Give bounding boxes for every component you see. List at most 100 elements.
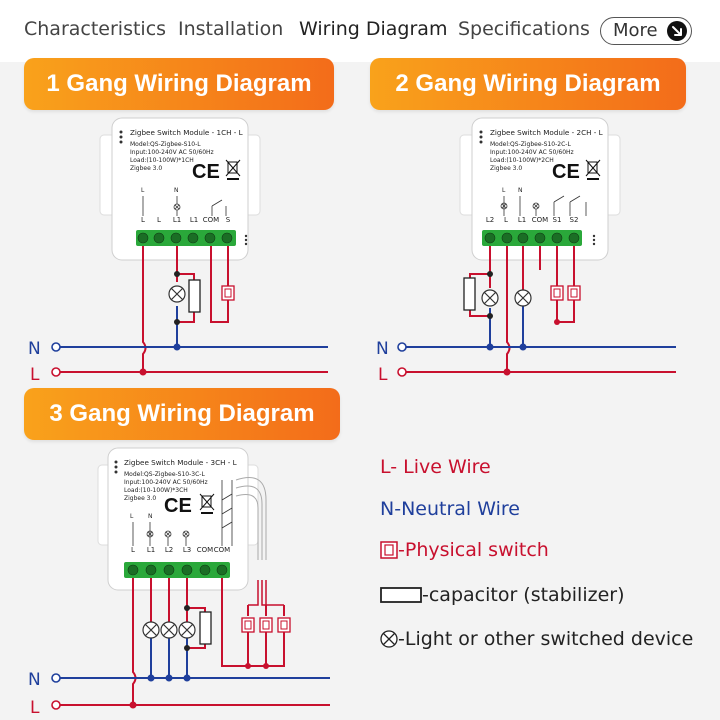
legend-capacitor: -capacitor (stabilizer) bbox=[380, 584, 625, 606]
light-bulb-icon bbox=[514, 289, 532, 307]
module-input: Input:100-240V AC 50/60Hz bbox=[124, 479, 208, 486]
terminal-label: L bbox=[504, 216, 508, 224]
weee-bin-icon bbox=[225, 159, 241, 180]
terminal-label: L bbox=[131, 546, 135, 554]
module-title: Zigbee Switch Module - 2CH - L bbox=[490, 128, 603, 137]
banner-3-gang: 3 Gang Wiring Diagram bbox=[24, 388, 340, 440]
physical-switch-symbol bbox=[277, 617, 291, 633]
capacitor-icon bbox=[380, 587, 422, 603]
legend-physical-switch: -Physical switch bbox=[380, 539, 549, 561]
legend: L- Live Wire N-Neutral Wire -Physical sw… bbox=[380, 450, 720, 680]
more-button[interactable]: More bbox=[600, 17, 692, 45]
diagram-2-gang: Zigbee Switch Module - 2CH - L Model:QS-… bbox=[376, 117, 676, 385]
tab-installation[interactable]: Installation bbox=[178, 18, 284, 40]
module-load: Load:(10-100W)*3CH bbox=[124, 487, 188, 494]
physical-switch-icon bbox=[380, 541, 398, 559]
live-label: L bbox=[30, 698, 40, 718]
capacitor-symbol bbox=[463, 277, 476, 311]
terminal-block bbox=[136, 230, 236, 246]
module-input: Input:100-240V AC 50/60Hz bbox=[490, 149, 574, 156]
internal-schematic bbox=[500, 195, 587, 216]
schematic-label-n: N bbox=[148, 513, 153, 520]
module-load: Load:(10-100W)*1CH bbox=[130, 157, 194, 164]
module-input: Input:100-240V AC 50/60Hz bbox=[130, 149, 214, 156]
module-model: Model:QS-Zigbee-S10-2C-L bbox=[490, 141, 571, 148]
module-model: Model:QS-Zigbee-S10-3C-L bbox=[124, 471, 205, 478]
terminal-label: L1 bbox=[147, 546, 155, 554]
capacitor-symbol bbox=[188, 279, 201, 313]
schematic-label-n: N bbox=[174, 187, 179, 194]
legend-neutral-wire: N-Neutral Wire bbox=[380, 498, 520, 520]
physical-switch-symbol bbox=[221, 285, 235, 301]
terminal-label: L1 bbox=[518, 216, 526, 224]
terminal-label: S1 bbox=[553, 216, 562, 224]
neutral-label: N bbox=[28, 339, 41, 359]
terminal-label: COM bbox=[203, 216, 219, 224]
banner-1-gang: 1 Gang Wiring Diagram bbox=[24, 58, 334, 110]
neutral-label: N bbox=[28, 670, 41, 690]
physical-switch-symbol bbox=[241, 617, 255, 633]
tab-wiring-diagram[interactable]: Wiring Diagram bbox=[299, 18, 448, 40]
terminal-label: L3 bbox=[183, 546, 191, 554]
legend-capacitor-label: -capacitor (stabilizer) bbox=[422, 584, 625, 606]
light-bulb-icon bbox=[481, 289, 499, 307]
weee-bin-icon bbox=[199, 493, 215, 514]
internal-schematic bbox=[142, 196, 227, 216]
module-title: Zigbee Switch Module - 1CH - L bbox=[130, 128, 243, 137]
light-bulb-icon bbox=[142, 621, 160, 639]
tab-characteristics[interactable]: Characteristics bbox=[24, 18, 167, 40]
legend-switch-label: -Physical switch bbox=[398, 539, 549, 561]
light-bulb-icon bbox=[168, 285, 186, 303]
switch-module bbox=[111, 117, 249, 261]
tab-specifications[interactable]: Specifications bbox=[458, 18, 590, 40]
switch-module bbox=[107, 447, 249, 591]
live-label: L bbox=[30, 365, 40, 385]
diagram-1-gang: Zigbee Switch Module - 1CH - L Model:QS-… bbox=[28, 117, 328, 385]
diagram-3-gang: Zigbee Switch Module - 3CH - L Model:QS-… bbox=[28, 447, 330, 718]
terminal-label: COM bbox=[532, 216, 548, 224]
ce-mark: CE bbox=[552, 161, 580, 183]
ce-mark: CE bbox=[164, 495, 192, 517]
terminal-block bbox=[124, 562, 230, 578]
light-bulb-icon bbox=[178, 621, 196, 639]
legend-device-label: -Light or other switched device bbox=[398, 628, 694, 650]
terminal-label: L2 bbox=[486, 216, 494, 224]
more-button-label: More bbox=[613, 20, 658, 41]
light-bulb-icon bbox=[380, 630, 398, 648]
ce-mark: CE bbox=[192, 161, 220, 183]
terminal-label: S bbox=[226, 216, 231, 224]
terminal-label: L bbox=[141, 216, 145, 224]
terminal-label: L2 bbox=[165, 546, 173, 554]
schematic-label-l: L bbox=[502, 187, 506, 194]
terminal-label: COM bbox=[197, 546, 213, 554]
light-bulb-icon bbox=[160, 621, 178, 639]
physical-switch-symbol bbox=[259, 617, 273, 633]
capacitor-symbol bbox=[199, 611, 212, 645]
arrow-down-right-icon bbox=[667, 21, 687, 41]
legend-live-wire: L- Live Wire bbox=[380, 456, 491, 478]
terminal-block bbox=[482, 230, 582, 246]
internal-schematic bbox=[132, 480, 233, 546]
terminal-label: S2 bbox=[570, 216, 579, 224]
module-protocol: Zigbee 3.0 bbox=[124, 495, 156, 502]
module-protocol: Zigbee 3.0 bbox=[130, 165, 162, 172]
tab-bar: Characteristics Installation Wiring Diag… bbox=[0, 0, 720, 62]
live-label: L bbox=[378, 365, 388, 385]
terminal-label: COM bbox=[214, 546, 230, 554]
module-protocol: Zigbee 3.0 bbox=[490, 165, 522, 172]
terminal-label: L1 bbox=[190, 216, 198, 224]
banner-2-gang: 2 Gang Wiring Diagram bbox=[370, 58, 686, 110]
schematic-label-n: N bbox=[518, 187, 523, 194]
physical-switch-symbol bbox=[550, 285, 564, 301]
legend-light-device: -Light or other switched device bbox=[380, 628, 693, 650]
schematic-label-l: L bbox=[130, 513, 134, 520]
module-load: Load:(10-100W)*2CH bbox=[490, 157, 554, 164]
terminal-label: L1 bbox=[173, 216, 181, 224]
module-title: Zigbee Switch Module - 3CH - L bbox=[124, 458, 237, 467]
weee-bin-icon bbox=[585, 159, 601, 180]
module-model: Model:QS-Zigbee-S10-L bbox=[130, 141, 201, 148]
physical-switch-symbol bbox=[567, 285, 581, 301]
neutral-label: N bbox=[376, 339, 389, 359]
terminal-label: L bbox=[157, 216, 161, 224]
schematic-label-l: L bbox=[141, 187, 145, 194]
